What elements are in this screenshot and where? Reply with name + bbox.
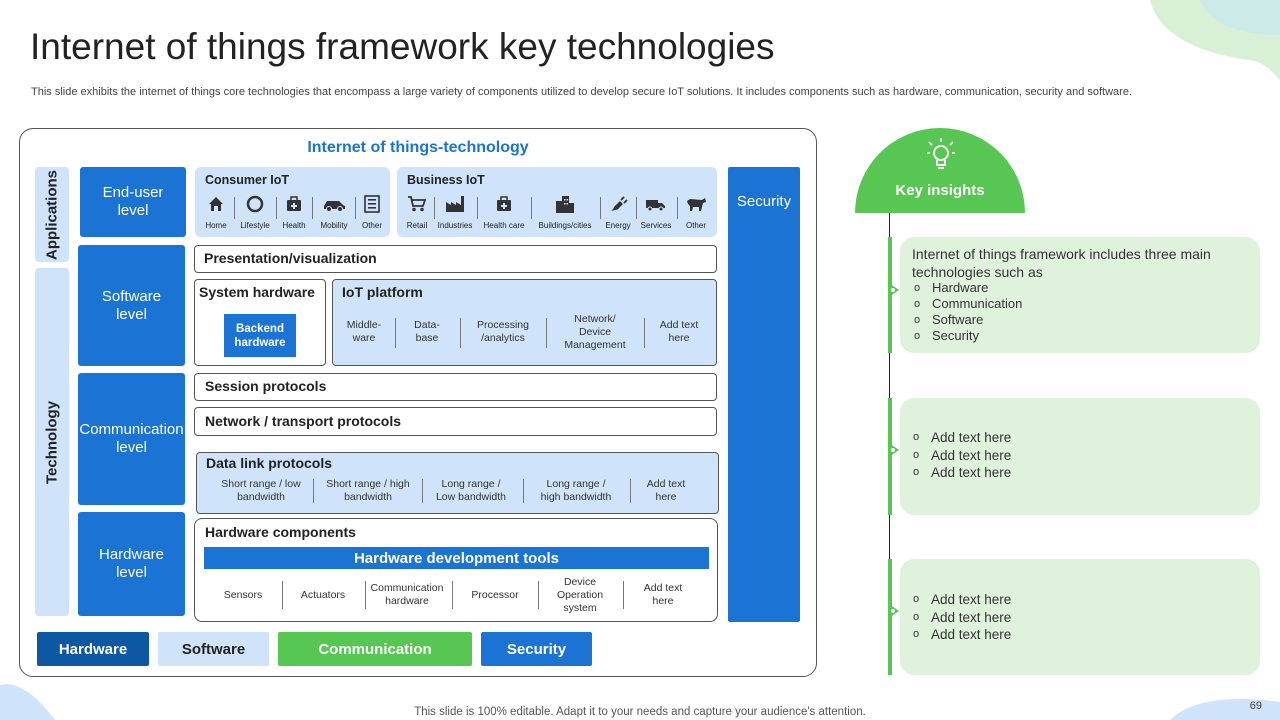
insight-intro: Internet of things framework includes th… — [912, 246, 1211, 280]
security-label: Security — [736, 193, 792, 210]
buildings-cities-item: Buildings/cities — [533, 195, 597, 230]
corner-decoration-top-right — [1150, 0, 1280, 80]
page-subtitle: This slide exhibits the internet of thin… — [31, 86, 1132, 98]
energy-item: Energy — [602, 195, 634, 230]
legend-software: Software — [158, 632, 269, 666]
panel-accent-bar — [888, 398, 892, 515]
system-hardware-title: System hardware — [199, 284, 315, 300]
legend-security: Security — [481, 632, 592, 666]
legend-hardware: Hardware — [37, 632, 149, 666]
platform-item: Middle-ware — [346, 319, 382, 344]
data-link-item: Short range / low bandwidth — [221, 478, 301, 503]
shopping-cart-icon — [408, 196, 427, 212]
page-number: 69 — [1249, 700, 1262, 712]
cow-icon — [687, 198, 706, 211]
hardware-components-title: Hardware components — [205, 524, 356, 540]
lifestyle-item: Lifestyle — [237, 195, 273, 230]
medical-kit-icon — [287, 196, 301, 211]
platform-item: Network/ Device Management — [564, 312, 626, 351]
car-icon — [324, 201, 345, 212]
platform-item: Data-base — [414, 319, 440, 344]
truck-icon — [646, 200, 665, 212]
data-link-item: Long range / Low bandwidth — [435, 478, 507, 503]
retail-item: Retail — [401, 195, 433, 230]
corner-decoration-bottom-right — [1170, 699, 1280, 720]
footer-note: This slide is 100% editable. Adapt it to… — [414, 706, 866, 718]
plug-icon — [611, 196, 628, 211]
data-link-protocols-box: Data link protocols Short range / low ba… — [196, 452, 719, 514]
industries-item: Industries — [435, 195, 475, 230]
key-insights-header: Key insights — [855, 128, 1025, 213]
checklist-icon — [364, 195, 380, 213]
technology-label: Technology — [35, 268, 69, 616]
legend-communication: Communication — [278, 632, 472, 666]
page-title: Internet of things framework key technol… — [30, 26, 775, 67]
hardware-components-box: Hardware components Hardware development… — [194, 518, 718, 622]
platform-item: Processing /analytics — [477, 319, 529, 344]
hardware-development-tools-bar: Hardware development tools — [204, 547, 709, 569]
buildings-icon — [556, 196, 574, 213]
timeline-marker — [889, 283, 899, 297]
timeline-marker — [889, 443, 899, 457]
platform-item: Add text here — [659, 319, 699, 344]
diagram-title: Internet of things-technology — [307, 139, 529, 156]
business-iot-title: Business IoT — [407, 173, 485, 187]
health-care-item: Health care — [479, 195, 529, 230]
hardware-item: Sensors — [223, 588, 263, 601]
ring-icon — [246, 195, 264, 213]
business-iot-box: Business IoT Retail Industries Health ca… — [397, 167, 717, 237]
lightbulb-icon — [927, 138, 955, 169]
session-protocols: Session protocols — [194, 373, 717, 401]
presentation-visualization: Presentation/visualization — [194, 245, 717, 273]
consumer-iot-title: Consumer IoT — [205, 173, 290, 187]
medical-kit-icon — [497, 196, 511, 211]
timeline-marker — [889, 604, 899, 618]
applications-label: Applications — [35, 167, 69, 262]
home-item: Home — [201, 195, 231, 230]
iot-platform-box: IoT platform Middle-ware Data-base Proce… — [332, 279, 717, 366]
other-business-item: Other — [679, 195, 713, 230]
hardware-level: Hardware level — [78, 512, 185, 616]
system-hardware-box: System hardware Backend hardware — [194, 279, 326, 366]
communication-level: Communication level — [78, 373, 185, 505]
data-link-item: Short range / high bandwidth — [326, 478, 410, 503]
home-icon — [209, 197, 223, 211]
data-link-title: Data link protocols — [206, 455, 333, 471]
data-link-item: Long range / high bandwidth — [540, 478, 612, 503]
mobility-item: Mobility — [315, 195, 353, 230]
key-insights-title: Key insights — [895, 182, 985, 199]
backend-hardware-button: Backend hardware — [224, 314, 296, 357]
consumer-iot-box: Consumer IoT Home Lifestyle Health Mobil… — [195, 167, 390, 237]
hardware-item: Add text here — [643, 582, 683, 607]
iot-platform-title: IoT platform — [342, 284, 423, 300]
security-column: Security — [728, 167, 800, 622]
data-link-item: Add text here — [646, 478, 686, 503]
network-transport-protocols: Network / transport protocols — [194, 407, 717, 436]
hardware-item: Actuators — [300, 588, 346, 601]
factory-icon — [446, 196, 464, 212]
corner-decoration-bottom-left — [0, 684, 55, 720]
hardware-item: Processor — [471, 588, 519, 601]
other-consumer-item: Other — [357, 195, 387, 230]
services-item: Services — [637, 195, 675, 230]
hardware-item: Device Operation system — [556, 575, 604, 614]
health-item: Health — [279, 195, 309, 230]
software-level: Software level — [78, 245, 185, 366]
hardware-item: Communication hardware — [370, 582, 444, 607]
insight-panel: Internet of things framework includes th… — [900, 237, 1260, 353]
end-user-level: End-user level — [80, 167, 186, 237]
